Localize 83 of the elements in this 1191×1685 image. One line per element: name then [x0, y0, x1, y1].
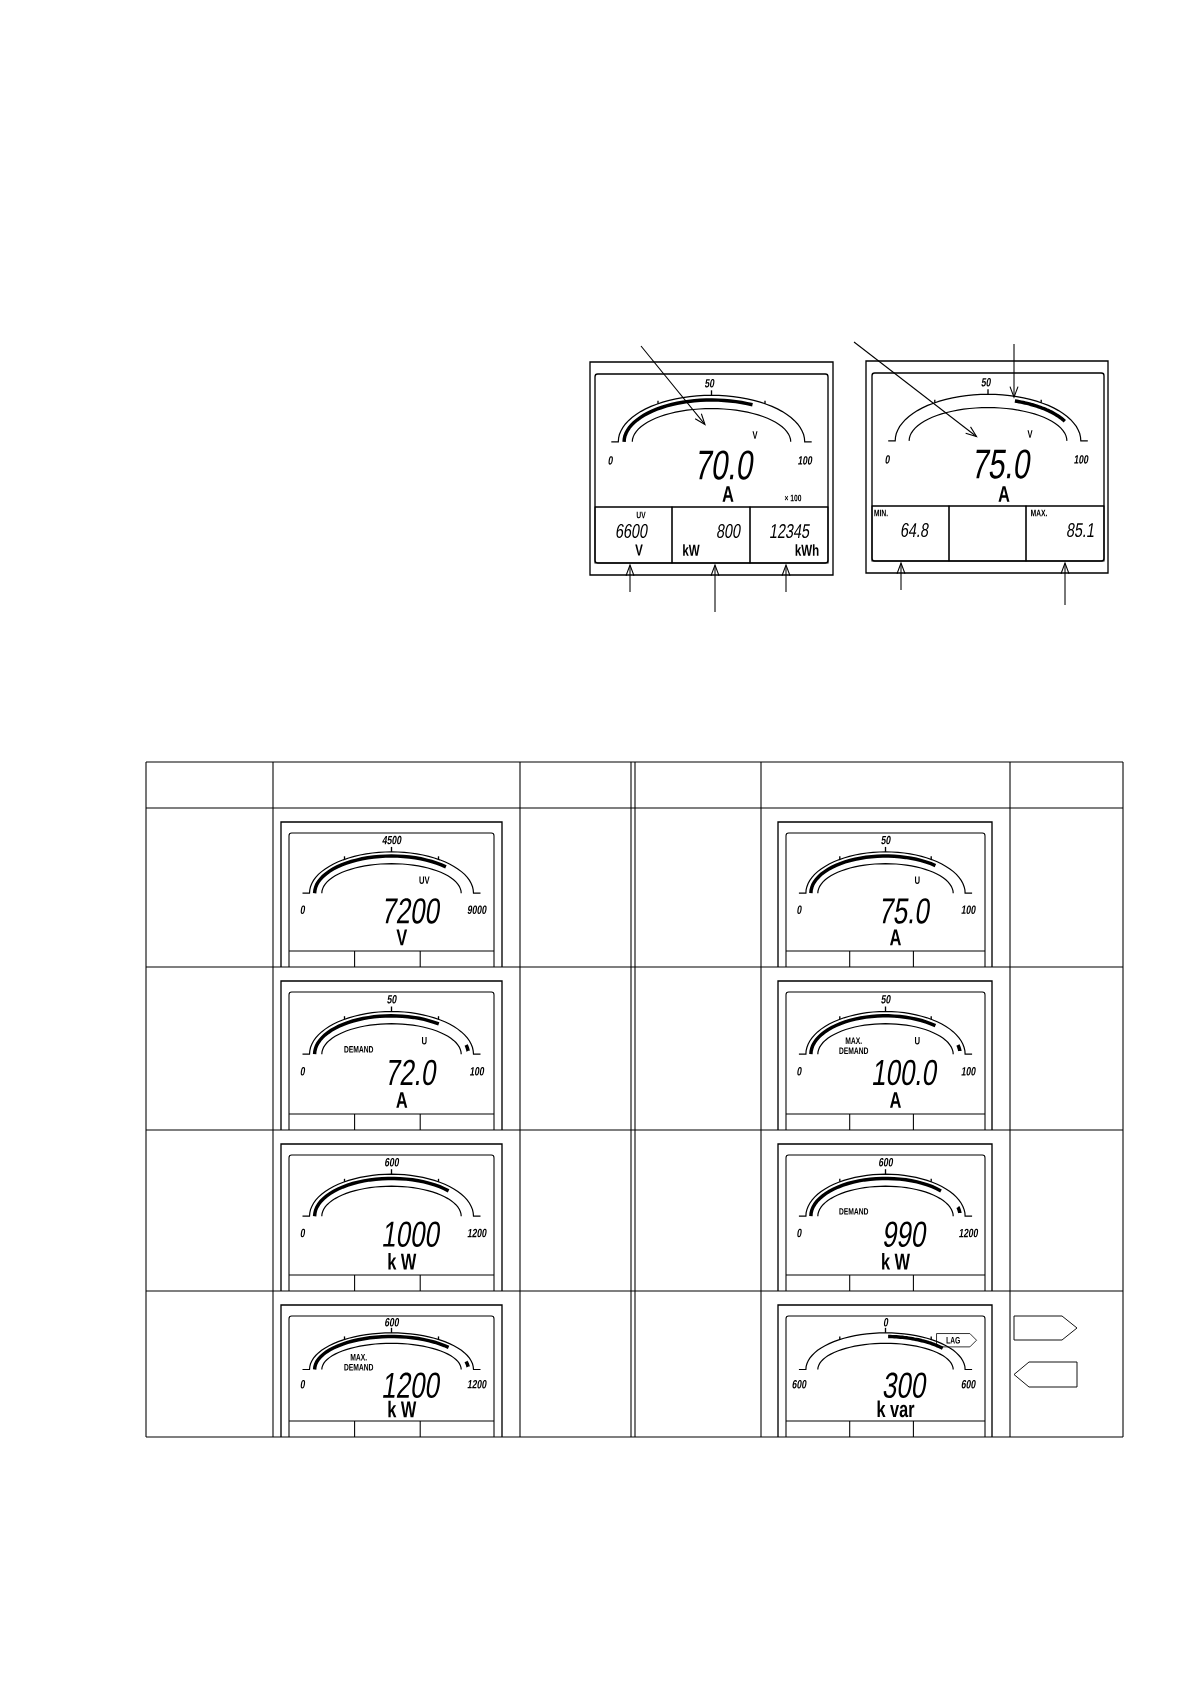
unit-label: A [722, 486, 734, 502]
sub-reading-value: 12345 [770, 523, 810, 539]
scale-label: 100 [469, 1067, 485, 1076]
scale-label: 0 [300, 1067, 306, 1076]
scale-label: 50 [705, 379, 715, 388]
scale-label: 100 [798, 456, 813, 465]
unit-label: A [396, 1092, 408, 1108]
scale-label: 50 [881, 835, 891, 845]
arrow [781, 563, 791, 593]
indicator-label: DEMAND [344, 1046, 374, 1053]
scale-label: 50 [881, 995, 891, 1004]
unit-label: kWh [795, 544, 819, 556]
reading-value: 1200 [383, 1372, 440, 1399]
scale-label: 0 [797, 905, 802, 914]
scale-label: 600 [961, 1379, 976, 1389]
reading-value: 300 [883, 1372, 927, 1399]
arrow [1060, 561, 1070, 606]
sub-reading-value: 85.1 [1067, 522, 1094, 538]
scale-label: 1200 [467, 1228, 487, 1238]
unit-label: A [890, 1092, 901, 1108]
scale-label: 50 [981, 378, 991, 387]
scale-label: 0 [797, 1067, 802, 1076]
unit-label: k W [388, 1400, 417, 1418]
scale-label: 600 [385, 1318, 400, 1327]
scale-label: 50 [387, 995, 397, 1004]
scale-label: 0 [300, 905, 306, 914]
display-cell [948, 505, 1027, 562]
sub-reading-value: 64.8 [901, 522, 929, 538]
unit-label: k W [388, 1253, 417, 1270]
scale-label: 0 [608, 456, 613, 465]
arrow [853, 341, 978, 438]
sub-reading-value: 800 [717, 523, 741, 539]
indicator-label: MAX. [1031, 509, 1047, 517]
unit-label: k W [882, 1253, 910, 1270]
reading-value: 70.0 [699, 450, 754, 480]
unit-label: V [635, 544, 643, 556]
reading-value: 1000 [383, 1221, 440, 1247]
arrow [625, 563, 635, 593]
indicator-label: UV [636, 511, 646, 519]
bar-graph-segment [1014, 399, 1066, 423]
scale-label: 0 [300, 1379, 306, 1389]
arrow [710, 563, 720, 613]
unit-label: A [998, 486, 1010, 502]
indicator-label: V [752, 431, 758, 439]
scale-label: 0 [883, 1318, 889, 1327]
arrow [1009, 343, 1019, 399]
scale-label: 600 [879, 1157, 894, 1167]
scale-label: 100 [1074, 455, 1089, 464]
scale-label: 0 [885, 455, 890, 464]
scale-label: 100 [961, 1067, 976, 1076]
scale-label: 4500 [382, 835, 402, 845]
indicator-label: MIN. [874, 509, 888, 517]
sub-reading-value: 6600 [616, 523, 648, 539]
scale-label: 100 [961, 905, 976, 914]
indicator-label: MAX. DEMAND [839, 1037, 869, 1054]
indicator-label: DEMAND [839, 1208, 869, 1215]
arrow [640, 345, 706, 426]
unit-label: A [890, 929, 901, 946]
reading-value: 72.0 [389, 1059, 437, 1086]
unit-label: k var [877, 1400, 915, 1418]
indicator-label: V [1027, 430, 1033, 438]
reading-value: 75.0 [882, 898, 930, 924]
indicator-label: U [915, 876, 920, 884]
reading-value: 990 [884, 1221, 927, 1247]
reading-value: 100.0 [872, 1059, 938, 1086]
scale-label: 0 [797, 1228, 802, 1238]
indicator-label: × 100 [784, 494, 802, 502]
reading-value: 7200 [385, 898, 440, 924]
indicator-label: U [915, 1037, 920, 1045]
lag-indicator: LAG [936, 1333, 977, 1348]
scale-label: 0 [300, 1228, 306, 1238]
indicator-label: U [422, 1037, 427, 1045]
scale-label: 1200 [467, 1379, 487, 1389]
reading-value: 75.0 [976, 449, 1031, 479]
scale-label: 600 [792, 1379, 807, 1389]
indicator-label: MAX. DEMAND [344, 1354, 374, 1371]
unit-label: kW [683, 544, 700, 556]
indicator-label: UV [419, 876, 430, 884]
scale-label: 600 [385, 1157, 400, 1167]
unit-label: V [396, 929, 408, 946]
scale-label: 9000 [467, 905, 487, 914]
arrow [896, 561, 906, 591]
scale-label: 1200 [959, 1228, 979, 1238]
